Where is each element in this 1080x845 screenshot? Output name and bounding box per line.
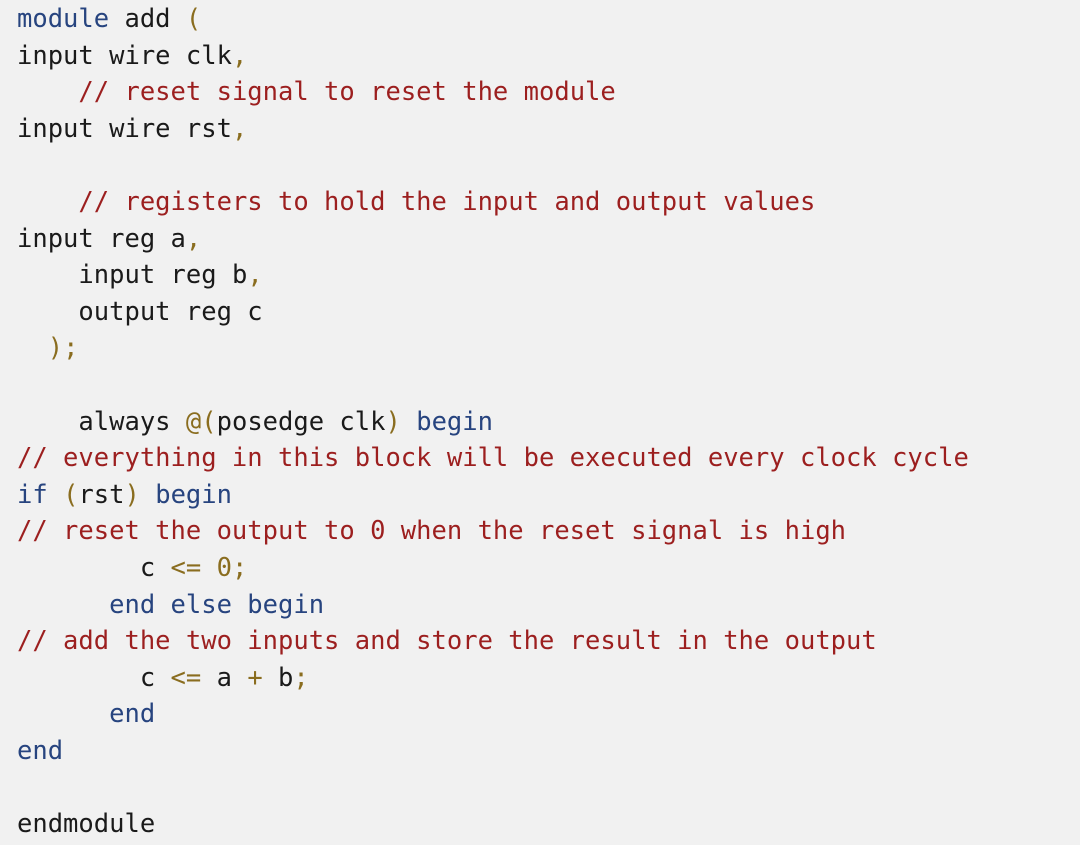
token-text: input wire rst xyxy=(17,113,232,144)
code-line: always @(posedge clk) begin xyxy=(0,404,1080,441)
code-line-blank xyxy=(0,147,1080,184)
code-line: c <= a + b; xyxy=(0,660,1080,697)
code-indent xyxy=(17,407,78,437)
token-text xyxy=(201,553,216,583)
code-line: output reg c xyxy=(0,294,1080,331)
token-comment: // reset the output to 0 when the reset … xyxy=(17,516,847,547)
code-indent xyxy=(17,590,109,620)
token-punctuation: , xyxy=(231,113,248,144)
token-punctuation: , xyxy=(247,260,263,291)
code-indent xyxy=(17,187,78,217)
token-punctuation: ) xyxy=(385,406,401,437)
token-text: add xyxy=(109,4,186,34)
token-keyword: end xyxy=(17,735,64,766)
token-text: always xyxy=(78,406,186,437)
code-indent xyxy=(17,260,78,290)
token-text: b xyxy=(262,662,294,693)
token-text: rst xyxy=(78,479,125,510)
code-indent xyxy=(17,77,78,107)
token-comment: // everything in this block will be exec… xyxy=(17,443,969,474)
code-line: end else begin xyxy=(0,587,1080,624)
code-line-blank xyxy=(0,367,1080,404)
code-line: // everything in this block will be exec… xyxy=(0,440,1080,477)
token-punctuation: , xyxy=(231,40,248,71)
token-operator: <= xyxy=(170,662,202,693)
token-comment: // reset signal to reset the module xyxy=(78,77,616,108)
code-indent xyxy=(17,553,140,583)
code-line: endmodule xyxy=(0,806,1080,843)
code-indent xyxy=(17,297,78,327)
token-keyword: begin xyxy=(155,479,232,510)
code-line: // add the two inputs and store the resu… xyxy=(0,623,1080,660)
code-indent xyxy=(17,333,48,363)
token-keyword: if xyxy=(17,479,48,510)
token-keyword: begin xyxy=(416,406,493,437)
token-operator: <= xyxy=(170,552,202,583)
token-punctuation: ) xyxy=(124,479,140,510)
token-text: c xyxy=(139,552,171,583)
token-keyword: end else begin xyxy=(109,589,325,620)
token-text: input reg a xyxy=(17,223,186,254)
token-comment: // add the two inputs and store the resu… xyxy=(17,626,877,657)
token-text: output reg c xyxy=(78,296,263,327)
code-line: end xyxy=(0,696,1080,733)
token-number: 0 xyxy=(216,552,232,583)
token-text xyxy=(140,480,155,510)
token-text: endmodule xyxy=(17,809,156,840)
token-punctuation: ); xyxy=(47,333,79,364)
token-keyword: module xyxy=(17,4,110,34)
code-line: c <= 0; xyxy=(0,550,1080,587)
code-line: if (rst) begin xyxy=(0,477,1080,514)
code-indent xyxy=(17,699,109,729)
token-text: posedge clk xyxy=(216,406,386,437)
token-text: input wire clk xyxy=(17,40,232,71)
token-punctuation: ; xyxy=(293,662,309,693)
token-punctuation: ( xyxy=(63,479,79,510)
code-line: end xyxy=(0,733,1080,770)
token-keyword: end xyxy=(109,699,156,730)
token-text xyxy=(401,407,416,437)
code-line: // reset signal to reset the module xyxy=(0,74,1080,111)
code-line: input reg a, xyxy=(0,221,1080,258)
token-text: a xyxy=(201,662,248,693)
token-comment: // registers to hold the input and outpu… xyxy=(78,186,816,217)
token-punctuation: ( xyxy=(185,4,202,34)
token-text xyxy=(48,480,63,510)
code-line: // reset the output to 0 when the reset … xyxy=(0,513,1080,550)
code-line: input wire rst, xyxy=(0,111,1080,148)
code-line: module add ( xyxy=(0,0,1080,38)
code-line: // registers to hold the input and outpu… xyxy=(0,184,1080,221)
code-indent xyxy=(17,663,140,693)
code-line: ); xyxy=(0,330,1080,367)
token-punctuation: ; xyxy=(231,552,248,583)
token-punctuation: @( xyxy=(185,406,217,437)
token-text: input reg b xyxy=(78,260,248,291)
token-punctuation: , xyxy=(185,223,202,254)
code-line-blank xyxy=(0,769,1080,806)
code-line: input wire clk, xyxy=(0,38,1080,75)
token-text: c xyxy=(139,662,171,693)
token-operator: + xyxy=(247,662,263,693)
code-line: input reg b, xyxy=(0,257,1080,294)
